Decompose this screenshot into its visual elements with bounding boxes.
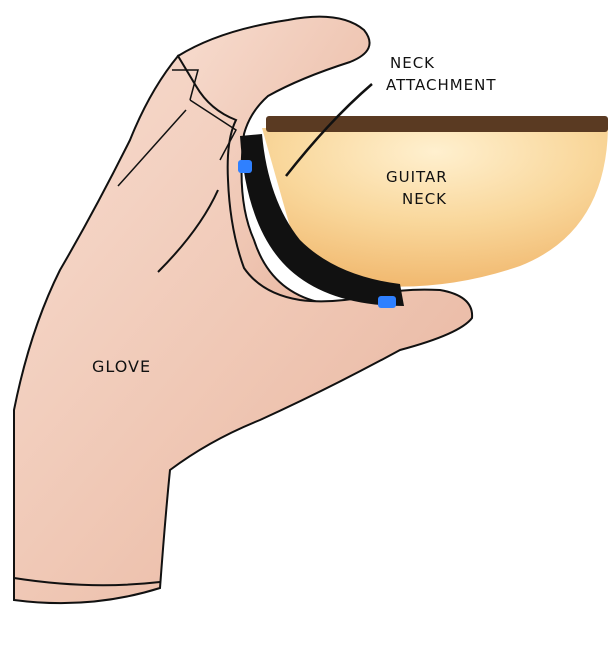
attachment-marker-bottom bbox=[378, 296, 396, 308]
glove-hand bbox=[14, 17, 472, 603]
attachment-marker-top bbox=[238, 160, 252, 173]
guitar-neck-fretboard bbox=[266, 116, 608, 132]
label-guitar-neck-line2: NECK bbox=[402, 190, 447, 208]
label-guitar-neck-line1: GUITAR bbox=[386, 168, 448, 186]
label-glove: GLOVE bbox=[92, 357, 151, 376]
label-neck-attachment-line1: NECK bbox=[390, 54, 435, 72]
label-neck-attachment-line2: ATTACHMENT bbox=[386, 76, 497, 94]
